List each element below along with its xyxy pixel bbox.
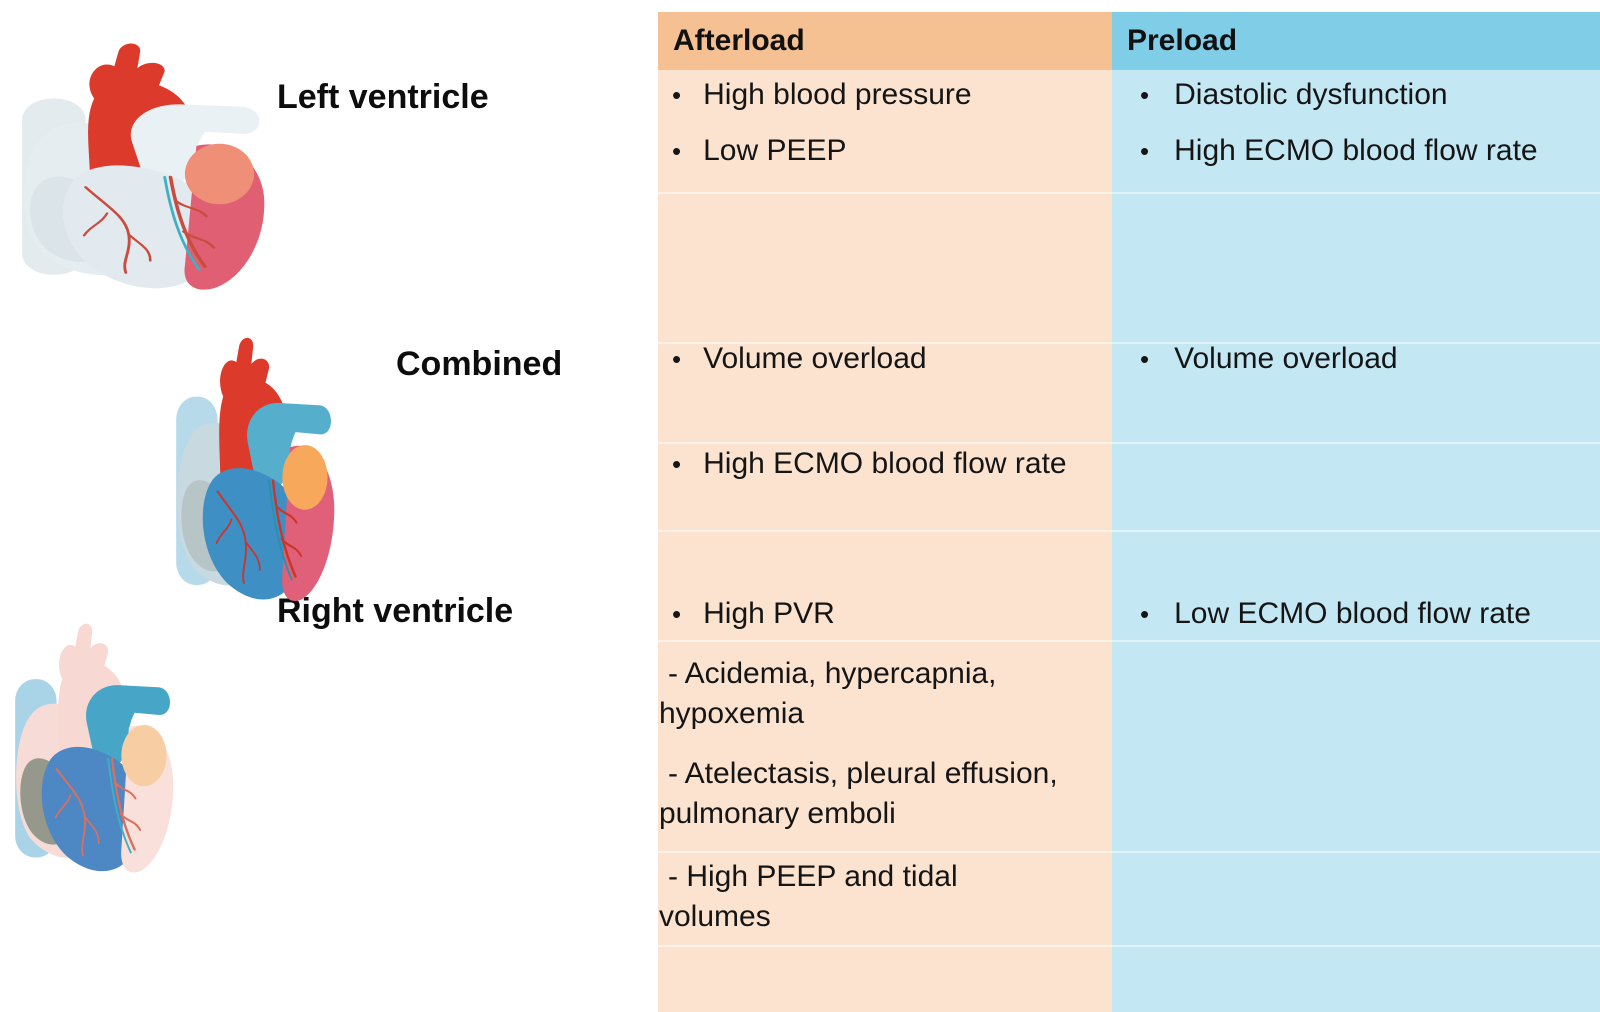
afterload-item-low-peep: • Low PEEP [672,131,847,171]
bullet-icon: • [1140,344,1150,374]
bullet-icon: • [1140,599,1150,629]
bullet-icon: • [672,599,682,629]
afterload-item-text: High PVR [703,597,835,630]
row-divider [658,530,1600,532]
preload-header: Preload [1112,12,1600,70]
preload-item-text: Diastolic dysfunction [1174,78,1448,111]
row-label-left-ventricle: Left ventricle [277,78,489,116]
left-ventricle-patch-shape [282,445,328,510]
afterload-subitem-high-peep-tidal: - High PEEP and tidal volumes [659,860,958,933]
coronary-vessels [82,175,216,274]
afterload-subitem-acidemia: - Acidemia, hypercapnia, hypoxemia [659,657,997,730]
afterload-item-high-blood-pressure: • High blood pressure [672,75,972,115]
pulmonary-artery-shape [247,402,332,490]
afterload-item-text: Low PEEP [703,134,847,167]
row-divider [658,342,1600,344]
preload-item-high-ecmo-flow: • High ECMO blood flow rate [1140,131,1538,171]
heart-right-ventricle-illustration [2,618,190,883]
bullet-icon: • [672,136,682,166]
preload-item-text: Low ECMO blood flow rate [1174,597,1531,630]
afterload-subitem-atelectasis: - Atelectasis, pleural effusion, pulmona… [659,757,1058,830]
afterload-item-volume-overload: • Volume overload [672,339,927,379]
bullet-icon: • [1140,80,1150,110]
row-divider [658,640,1600,642]
afterload-item-high-ecmo-flow: • High ECMO blood flow rate [672,444,1067,484]
pulmonary-artery-shape [86,685,171,768]
afterload-item-text: High blood pressure [703,78,972,111]
heart-combined-illustration [163,332,351,612]
bullet-icon: • [672,80,682,110]
row-divider [658,442,1600,444]
preload-column: Preload [1112,12,1600,1012]
row-divider [658,192,1600,194]
preload-item-volume-overload: • Volume overload [1140,339,1398,379]
left-ventricle-patch-shape [184,143,254,205]
afterload-header: Afterload [658,12,1112,70]
afterload-item-text: Volume overload [703,342,927,375]
afterload-item-high-pvr: • High PVR [672,594,835,634]
afterload-column: Afterload [658,12,1112,1012]
preload-item-text: High ECMO blood flow rate [1174,134,1538,167]
preload-item-text: Volume overload [1174,342,1398,375]
coronary-vessels [215,479,303,584]
left-ventricle-patch-shape [121,725,167,787]
row-label-right-ventricle: Right ventricle [277,592,514,630]
pulmonary-artery-shape [130,104,260,186]
bullet-icon: • [672,344,682,374]
bullet-icon: • [672,449,682,479]
row-label-combined: Combined [396,345,563,383]
row-divider [658,945,1600,947]
row-divider [658,851,1600,853]
heart-left-ventricle-illustration [2,38,290,300]
coronary-vessels [54,757,142,857]
bullet-icon: • [1140,136,1150,166]
afterload-item-text: High ECMO blood flow rate [703,447,1067,480]
preload-item-low-ecmo-flow: • Low ECMO blood flow rate [1140,594,1531,634]
preload-item-diastolic-dysfunction: • Diastolic dysfunction [1140,75,1448,115]
